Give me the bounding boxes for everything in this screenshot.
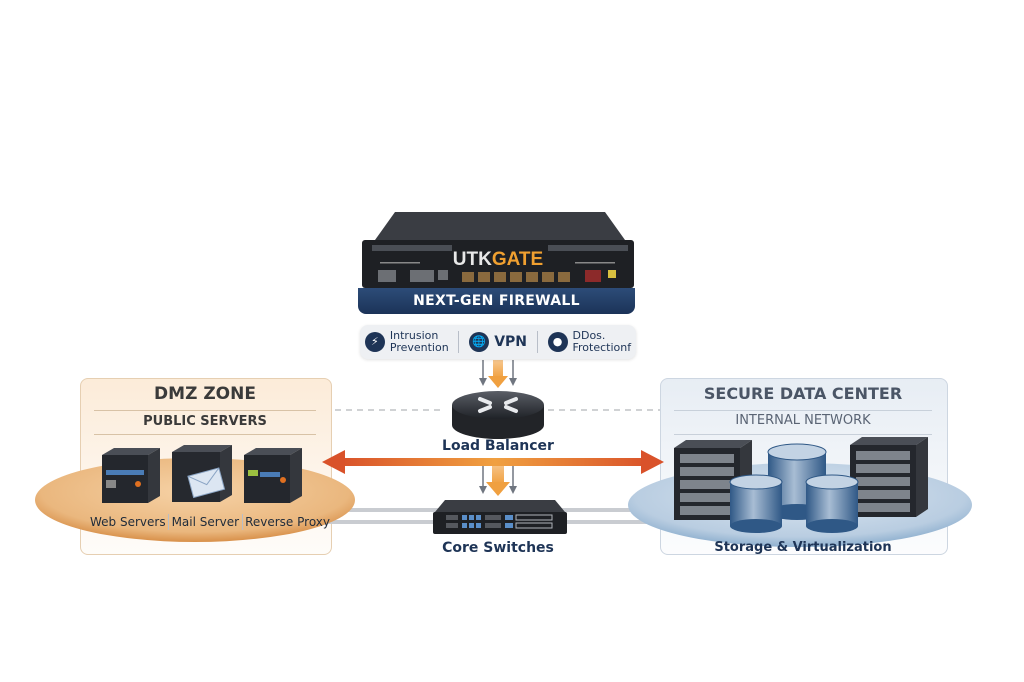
feature-line2: Frotectionf [572,341,632,354]
shield-drop-icon: ● [547,332,568,352]
mail-server-icon [172,445,232,502]
dmz-title: DMZ ZONE [154,384,256,404]
bidirectional-arrow [322,450,664,474]
dmz-zone: DMZ ZONE PUBLIC SERVERS Web Servers Mail… [80,378,330,553]
web-server-icon [102,448,160,503]
datacenter-subtitle: INTERNAL NETWORK [735,413,871,428]
database-cylinder-left [729,474,783,533]
core-switches-label: Core Switches [442,540,554,556]
web-servers-label: Web Servers [90,515,166,529]
datacenter-title: SECURE DATA CENTER [703,384,903,403]
feature-line2: Prevention [389,341,449,354]
divider [94,434,316,435]
firewall-label: NEXT-GEN FIREWALL [358,288,635,314]
datacenter-zone: SECURE DATA CENTER INTERNAL NETWORK Stor… [660,378,946,555]
divider [536,331,538,353]
database-cylinder-right [805,474,859,533]
divider [458,331,460,353]
feature-line1: VPN [494,334,527,350]
feature-line1: DDos. [572,329,606,342]
globe-icon: 🌐 [469,332,490,352]
server-rack-right-icon [850,437,928,517]
core-switch-device [433,500,567,534]
arrows-lb-to-switch [479,462,517,496]
firewall-brand: UTKGATE [453,249,543,270]
divider [674,434,932,435]
load-balancer-label: Load Balancer [442,438,554,454]
mail-server-label: Mail Server [171,515,240,529]
lightning-icon: ⚡ [364,332,385,352]
divider [168,514,170,530]
feature-text: DDos.Frotectionf [573,330,632,354]
load-balancer-device [452,391,544,439]
firewall-appliance [362,212,634,288]
server-rack-left-icon [674,440,752,520]
reverse-proxy-label: Reverse Proxy [245,515,330,529]
divider [94,410,316,411]
reverse-proxy-icon [244,448,302,503]
dmz-subtitle: PUBLIC SERVERS [143,414,267,429]
divider [674,410,932,411]
datacenter-caption: Storage & Virtualization [714,540,892,555]
feature-line1: Intrusion [389,329,439,342]
feature-ddos-protection: ● DDos.Frotectionf [547,330,632,354]
divider [241,514,243,530]
feature-vpn: 🌐 VPN [469,332,527,352]
arrows-firewall-to-lb [479,360,517,388]
dmz-server-labels: Web Servers Mail Server Reverse Proxy [90,514,330,530]
